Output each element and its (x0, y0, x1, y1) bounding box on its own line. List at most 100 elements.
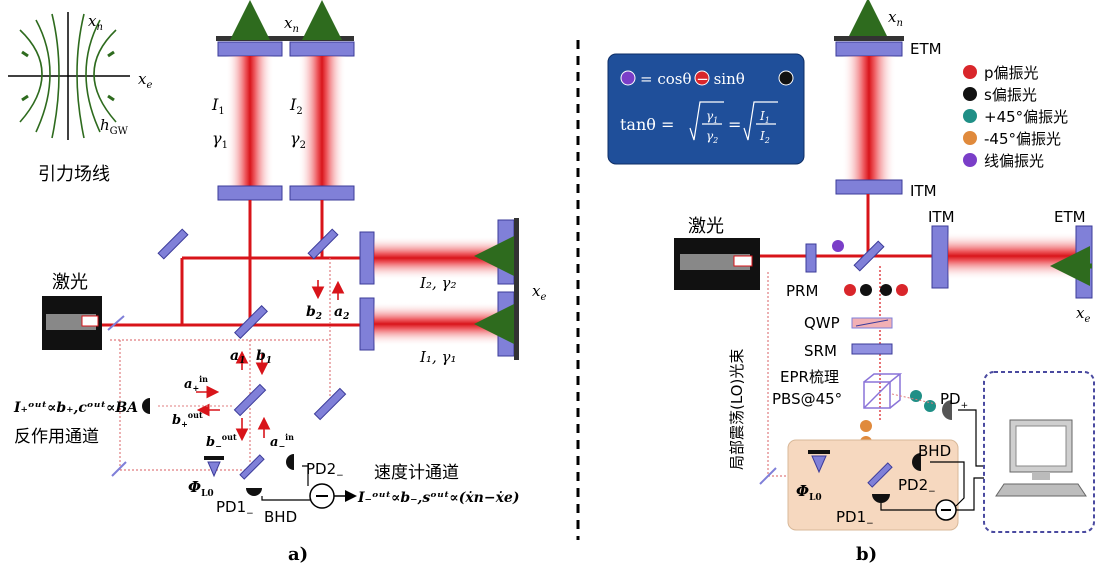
formula-tan: tanθ = (620, 115, 674, 134)
label-b-plus-out: b+out (172, 410, 203, 429)
mirror-etm-a1 (217, 41, 283, 57)
srm-label: SRM (804, 342, 837, 360)
label-right-xe: xe (532, 282, 546, 303)
label-I2: I2 (289, 95, 303, 117)
bs-bhd-b (867, 462, 893, 488)
formula-equals: = (728, 115, 741, 134)
phi-lo-icon-b (808, 450, 830, 474)
field-hgw: hGW (100, 116, 129, 137)
beam-top-cavity-b (842, 56, 896, 180)
ba-channel-label: 反作用通道 (14, 427, 99, 447)
pd-plus-icon (942, 400, 952, 420)
top-mount (216, 36, 354, 41)
pbs-label: PBS@45° (772, 390, 842, 408)
pd2-label-b: PD2− (898, 476, 936, 497)
bs-bhd-a (239, 454, 265, 480)
label-right-arm-2: I₁, γ₁ (419, 348, 456, 366)
beam-right-arm-2 (374, 302, 498, 346)
gravitational-field-icon (8, 12, 130, 140)
qwp-label: QWP (804, 314, 840, 332)
label-a1: a1 (230, 348, 245, 366)
laser-tube-b (680, 254, 750, 270)
p-pol-icon-formula (694, 70, 710, 86)
mirror-itm-top-b (835, 179, 903, 195)
legend-item-1: s偏振光 (984, 86, 1037, 104)
top-mount-b (834, 36, 904, 41)
itm-top-label: ITM (910, 182, 937, 200)
pol-markers-pbs (860, 390, 936, 448)
beam-right-cavity-b (948, 232, 1076, 280)
mirror-itm-right-1 (359, 231, 375, 285)
frac2-den: I2 (759, 129, 770, 145)
itm-right-label: ITM (928, 208, 955, 226)
pd2-icon-a (286, 454, 294, 470)
top-arm-xn: xn (284, 14, 299, 35)
label-g2: γ2 (290, 129, 306, 151)
label-b1: b1 (256, 348, 272, 366)
legend-minus45-icon (963, 131, 977, 145)
pol-markers-bs (844, 284, 908, 296)
speed-channel-label: 速度计通道 (374, 463, 459, 483)
beam-cavity-1 (226, 56, 274, 186)
srm-mirror (851, 343, 893, 355)
pd1-label-a: PD1− (216, 498, 254, 519)
mirror-etm-right-b (1075, 225, 1093, 299)
panel-a: xn xe hGW 引力场线 xn I1 γ1 I2 γ2 (8, 0, 546, 565)
beam-to-pdplus (891, 393, 937, 405)
legend-plus45-icon (963, 109, 977, 123)
beam-paths-a (102, 200, 360, 327)
phi-lo-icon-a (204, 456, 224, 478)
label-right-arm-1: I₂, γ₂ (419, 274, 456, 292)
phi-lo-label-b: ΦL0 (796, 482, 822, 503)
pd1-label-b: PD1− (836, 508, 874, 529)
xe-label-b: xe (1076, 304, 1090, 325)
prm-label: PRM (786, 282, 818, 300)
bs-lower-right (313, 387, 347, 421)
laser-head-b (733, 255, 753, 267)
frac2-num: I1 (759, 109, 770, 125)
xn-label-b: xn (888, 8, 903, 29)
ba-equation: I₊ᵒᵘᵗ∝b₊,cᵒᵘᵗ∝BA (13, 400, 138, 416)
beam-cavity-2 (298, 56, 346, 186)
legend-item-2: +45°偏振光 (984, 108, 1068, 126)
label-a2: a2 (334, 304, 349, 322)
bs-center (234, 305, 268, 339)
bs-lower (233, 383, 267, 417)
mirror-itm-a1 (217, 185, 283, 201)
bs-left-top (157, 228, 189, 260)
label-g1: γ1 (212, 129, 228, 151)
mirror-itm-right-2 (359, 297, 375, 351)
panel-b: = cosθ − sinθ tanθ = γ1 γ2 = I1 I2 p偏振光 … (607, 0, 1095, 565)
legend-item-3: -45°偏振光 (984, 130, 1061, 148)
mirror-itm-a2 (289, 185, 355, 201)
legend-item-4: 线偏振光 (984, 152, 1044, 170)
s-pol-icon-formula (778, 70, 794, 86)
legend-linear-icon (963, 153, 977, 167)
pickoff-left (107, 315, 125, 331)
linear-pol-beam-icon (832, 240, 844, 252)
mirror-etm-right-1 (497, 219, 515, 285)
pd-plus-label: PD+ (940, 390, 968, 411)
label-a-plus-in: a+in (184, 374, 208, 393)
speed-equation: I₋ᵒᵘᵗ∝b₋,sᵒᵘᵗ∝(ẋn−ẋe) (357, 490, 519, 506)
pd1-icon-b (872, 494, 890, 503)
pd2-icon-b (912, 453, 921, 471)
bhd-wiring-a (261, 465, 310, 501)
label-b-minus-out: b−out (206, 432, 237, 451)
etm-right-label: ETM (1054, 208, 1086, 226)
mirror-prm (805, 243, 817, 273)
field-axis-xe: xe (138, 70, 152, 91)
bs-right-top (307, 228, 339, 260)
qwp-axis (855, 319, 889, 327)
lo-beam-label: 局部震荡(LO)光束 (728, 349, 746, 470)
legend-s-icon (963, 87, 977, 101)
caption-b: b) (856, 544, 877, 565)
right-mount (514, 218, 519, 360)
label-a-minus-in: a−in (270, 432, 294, 451)
polarization-legend: p偏振光 s偏振光 +45°偏振光 -45°偏振光 线偏振光 (963, 64, 1068, 170)
sqrt-symbols (689, 101, 778, 141)
mirror-etm-top-b (835, 41, 903, 57)
label-b2: b2 (306, 304, 322, 322)
laser-label-a: 激光 (52, 272, 88, 293)
